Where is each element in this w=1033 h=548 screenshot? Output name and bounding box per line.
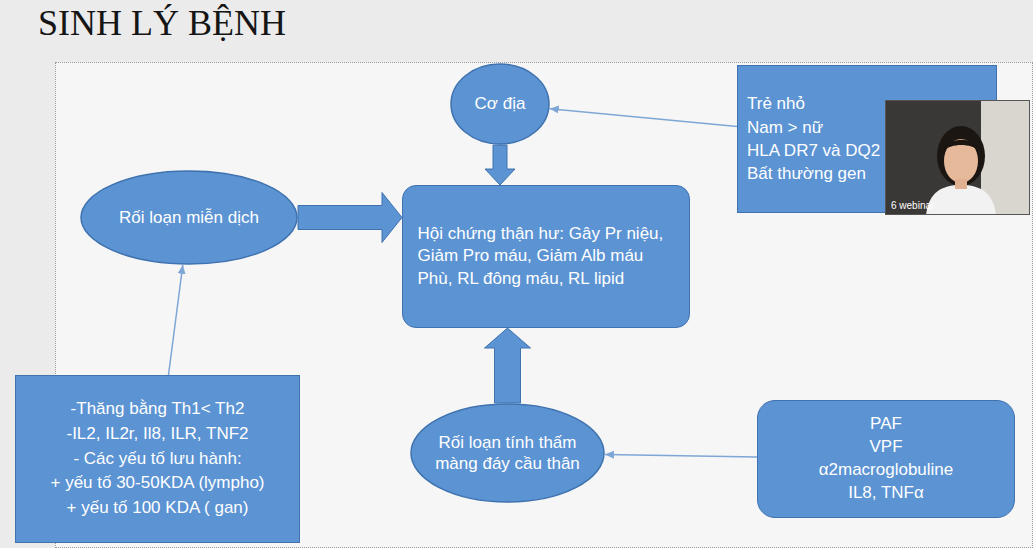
ellipse-outline bbox=[410, 403, 605, 503]
text-wrap: Rối loạn tính thấm màng đáy cầu thân bbox=[434, 432, 582, 475]
node-text: Hội chứng thận hư: Gây Pr niệu, Giảm Pro… bbox=[418, 223, 675, 267]
node-text: PAF bbox=[769, 413, 1004, 436]
node-text: Bất thường gen bbox=[747, 162, 889, 185]
ellipse-shape bbox=[81, 171, 297, 264]
node-text: + yếu tố 100 KDA ( gan) bbox=[27, 496, 289, 521]
webcam-panel: 6 webinar bbox=[885, 100, 1030, 215]
node-text: IL8, TNFα bbox=[769, 482, 1004, 505]
ellipse-shape bbox=[451, 64, 549, 144]
info-box: -Thăng bằng Th1< Th2-IL2, IL2r, Il8, ILR… bbox=[15, 375, 300, 543]
node-text: Rối loạn miễn dịch bbox=[106, 207, 272, 228]
block-arrow bbox=[485, 328, 531, 403]
connector-line bbox=[169, 265, 183, 375]
node-text: Rối loạn tính thấm màng đáy cầu thân bbox=[434, 432, 582, 475]
connector-line bbox=[550, 109, 737, 127]
text-wrap: -Thăng bằng Th1< Th2-IL2, IL2r, Il8, ILR… bbox=[27, 397, 289, 520]
ellipse-shape bbox=[411, 404, 604, 502]
node-text: Cơ địa bbox=[462, 93, 538, 114]
node-text: Trẻ nhỏ bbox=[747, 92, 889, 115]
node-text: + yếu tố 30-50KDA (lympho) bbox=[27, 471, 289, 496]
factor-ellipse: Cơ địa bbox=[450, 63, 550, 145]
block-arrow bbox=[298, 193, 402, 243]
cause-ellipse: Rối loạn tính thấm màng đáy cầu thân bbox=[410, 403, 605, 503]
syndrome-box: Hội chứng thận hư: Gây Pr niệu, Giảm Pro… bbox=[402, 185, 690, 328]
node-text: - Các yếu tố lưu hành: bbox=[27, 447, 289, 472]
node-text: -IL2, IL2r, Il8, ILR, TNF2 bbox=[27, 422, 289, 447]
node-text: VPF bbox=[769, 436, 1004, 459]
text-wrap: PAFVPFα2macroglobulineIL8, TNFα bbox=[769, 413, 1004, 505]
webcam-person bbox=[886, 101, 1030, 215]
webcam-label: 6 webinar bbox=[891, 200, 934, 211]
text-wrap: Rối loạn miễn dịch bbox=[106, 207, 272, 228]
slide-title: SINH LÝ BỆNH bbox=[38, 2, 286, 44]
connector-line bbox=[605, 455, 757, 458]
cause-ellipse: Rối loạn miễn dịch bbox=[80, 170, 298, 265]
text-wrap: Cơ địa bbox=[462, 93, 538, 114]
node-text: HLA DR7 và DQ2 bbox=[747, 139, 889, 162]
node-text: Nam > nữ bbox=[747, 116, 889, 139]
text-wrap: Trẻ nhỏNam > nữHLA DR7 và DQ2Bất thường … bbox=[747, 92, 889, 186]
block-arrow bbox=[485, 145, 515, 185]
node-text: α2macroglobuline bbox=[769, 459, 1004, 482]
node-text: -Thăng bằng Th1< Th2 bbox=[27, 397, 289, 422]
node-text: Phù, RL đông máu, RL lipid bbox=[418, 268, 675, 290]
info-box: PAFVPFα2macroglobulineIL8, TNFα bbox=[757, 400, 1015, 518]
text-wrap: Hội chứng thận hư: Gây Pr niệu, Giảm Pro… bbox=[418, 223, 675, 289]
